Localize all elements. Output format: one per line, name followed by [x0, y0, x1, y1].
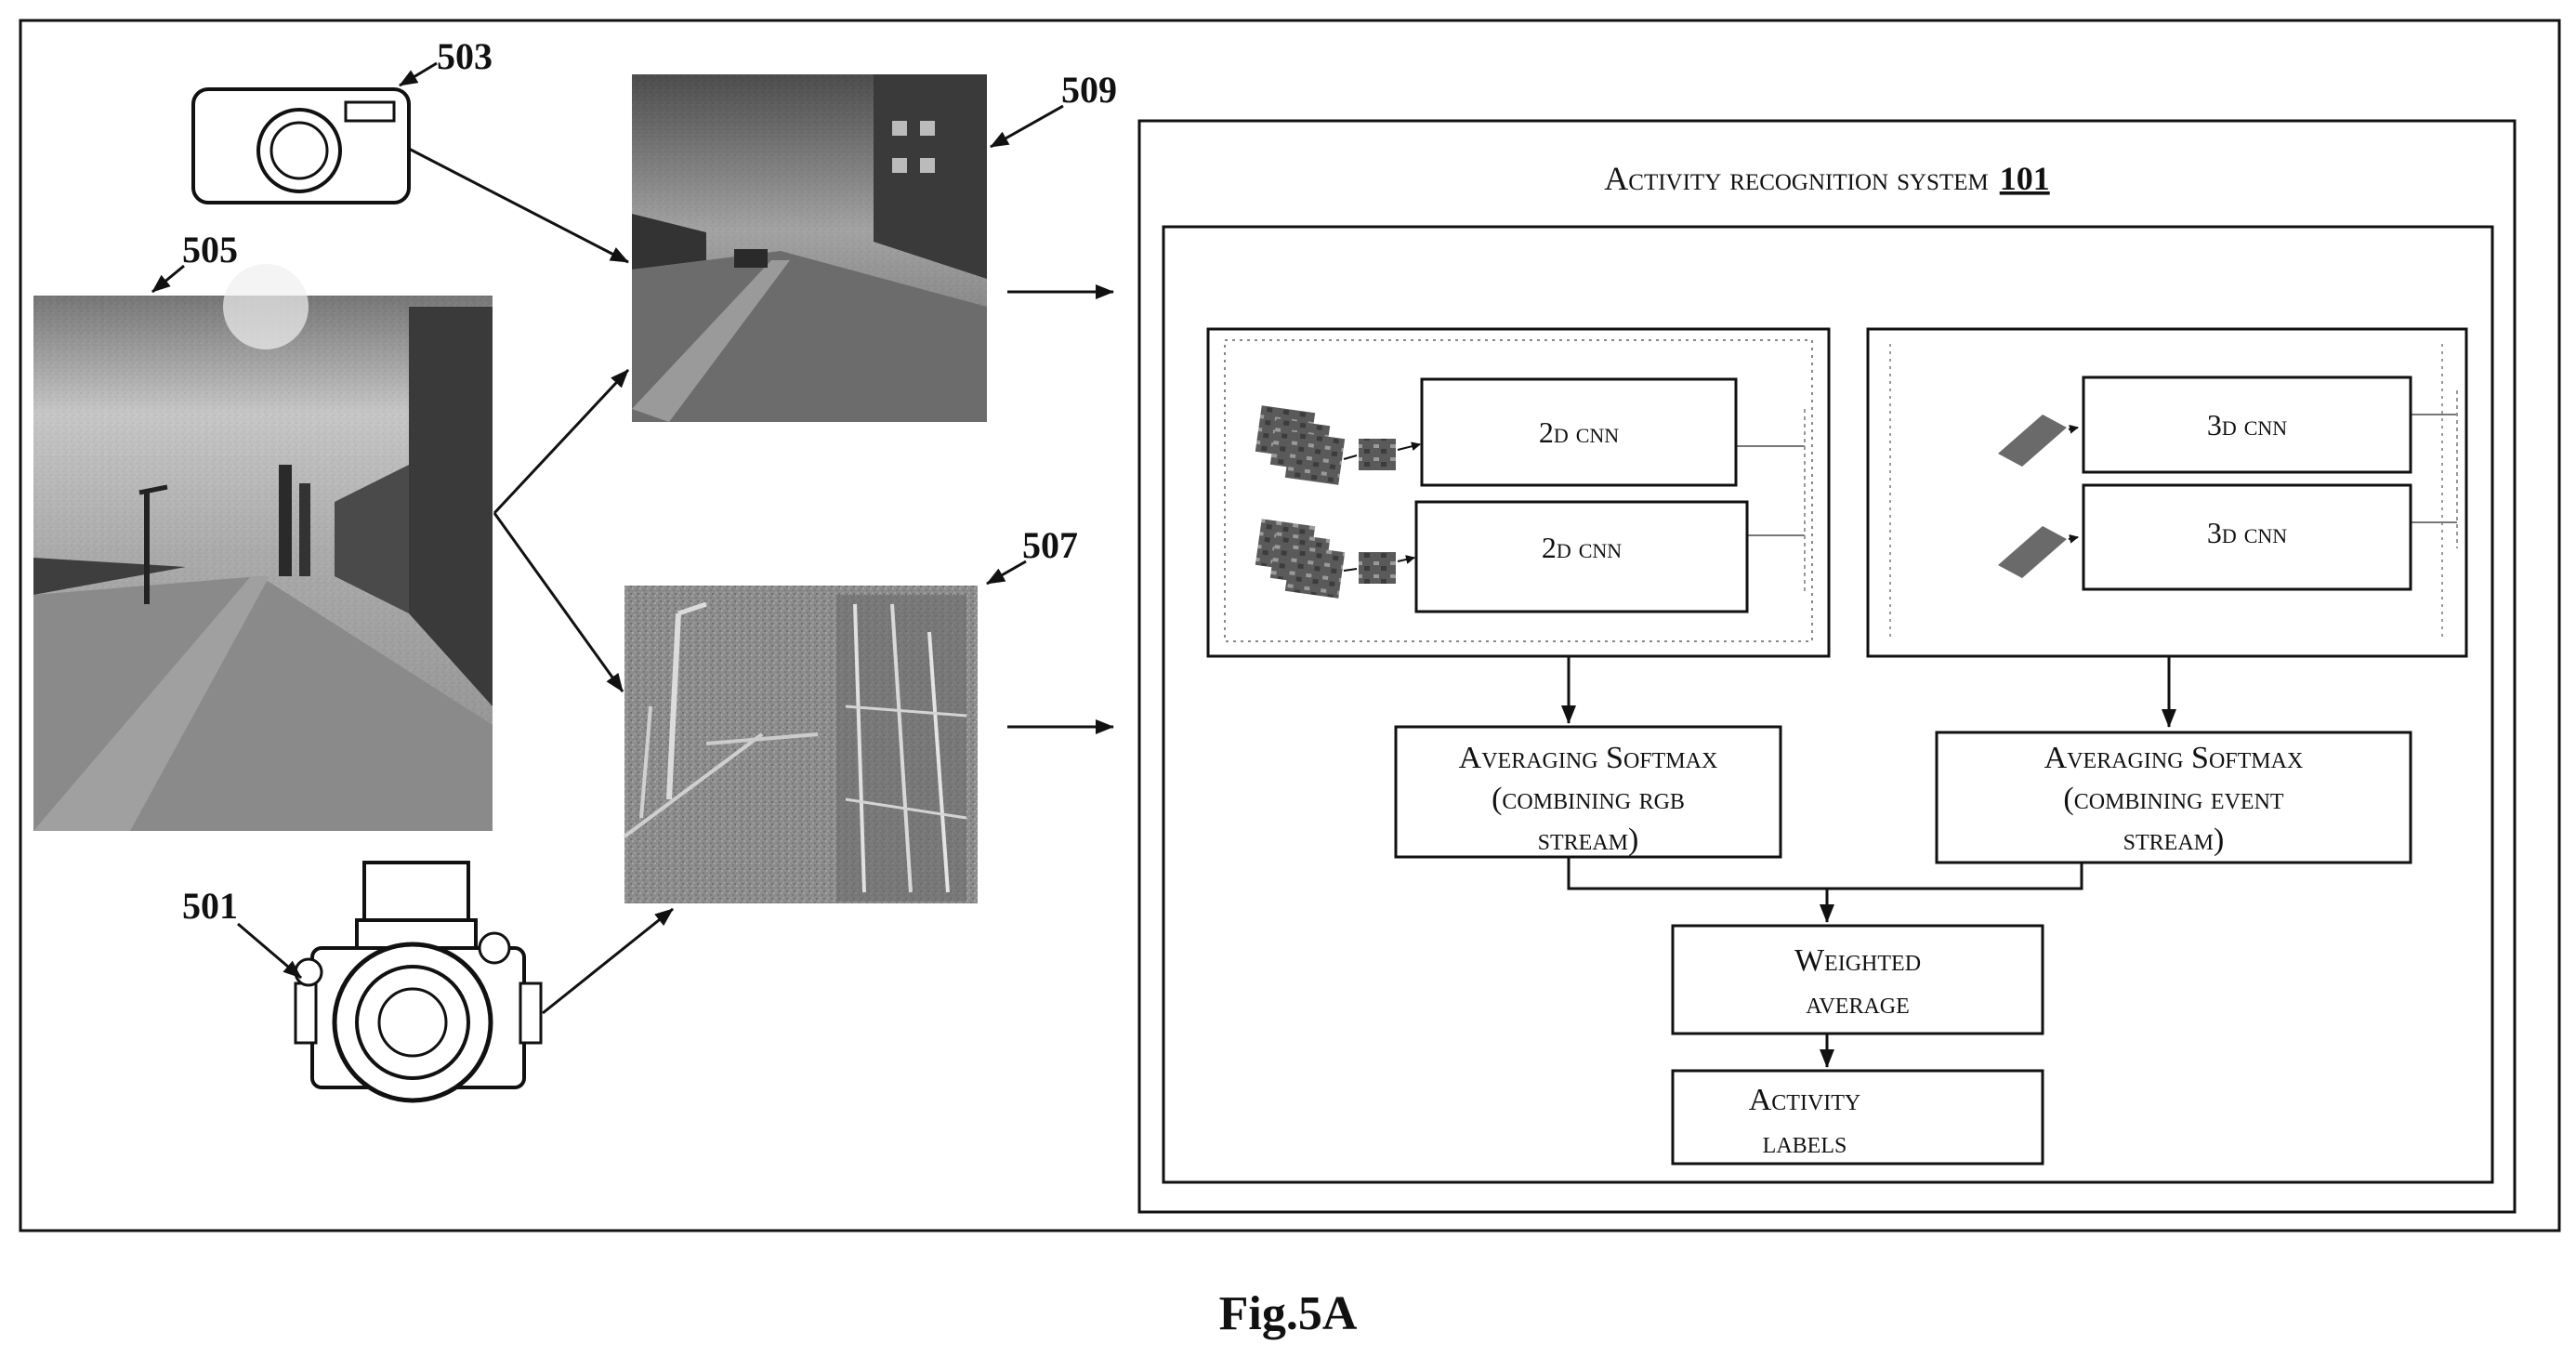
outer-border — [19, 19, 2561, 1232]
rgb-cnn-top-label: 2d cnn — [1539, 415, 1619, 449]
event-softmax-line1: Averaging Softmax — [2044, 741, 2304, 775]
ref-507: 507 — [1022, 524, 1078, 566]
event-branch-panel — [1866, 327, 2468, 658]
leader-507 — [986, 560, 1027, 586]
leader-505 — [151, 264, 185, 294]
system-title-prefix: Activity recognition system — [1604, 160, 1988, 197]
event-cnn-top-box — [2082, 375, 2412, 474]
weighted-average-box — [1671, 924, 2044, 1035]
rgb-cnn-bottom-label: 2d cnn — [1542, 531, 1622, 564]
arrow-505-to-507 — [493, 512, 624, 692]
rgb-cnn-top-box — [1420, 377, 1738, 487]
rgb-softmax-line1: Averaging Softmax — [1459, 741, 1718, 775]
activity-labels-box — [1671, 1069, 2044, 1166]
system-title: Activity recognition system 101 — [1604, 160, 2049, 197]
arrow-505-to-509 — [493, 368, 630, 515]
leader-501 — [237, 922, 302, 980]
activity-line2: labels — [1763, 1126, 1847, 1160]
ref-501: 501 — [182, 885, 238, 927]
leader-503 — [399, 61, 438, 87]
rgb-softmax-line2: (combining rgb — [1492, 782, 1685, 816]
event-frames-image-507 — [623, 586, 978, 903]
ref-505: 505 — [182, 229, 238, 270]
rgb-frames-image-509 — [632, 74, 987, 422]
rgb-softmax-line3: stream) — [1538, 823, 1639, 857]
weighted-line1: Weighted — [1794, 943, 1921, 978]
figure-caption: Fig.5A — [1219, 1287, 1358, 1340]
activity-line1: Activity — [1749, 1083, 1861, 1117]
event-cnn-bottom-label: 3d cnn — [2207, 516, 2287, 549]
arrow-501-to-507 — [542, 907, 674, 1015]
system-outer-box — [1137, 119, 2517, 1214]
rgb-branch-panel — [1206, 327, 1831, 658]
rgb-softmax-box — [1394, 725, 1782, 859]
weighted-line2: average — [1806, 986, 1910, 1021]
event-cnn-bottom-box — [2082, 483, 2412, 591]
camera-501-icon — [294, 861, 543, 1103]
ref-509: 509 — [1061, 69, 1117, 111]
merge-connector — [1567, 857, 2083, 890]
camera-503-icon — [191, 87, 411, 204]
event-softmax-box — [1935, 731, 2412, 864]
event-softmax-line2: (combining event — [2063, 782, 2283, 816]
leader-509 — [990, 104, 1064, 149]
event-cnn-top-label: 3d cnn — [2207, 408, 2287, 441]
ref-503: 503 — [437, 35, 493, 77]
system-inner-box — [1162, 225, 2494, 1184]
rgb-road-image-505 — [33, 264, 493, 831]
system-title-number: 101 — [2000, 160, 2050, 197]
event-softmax-line3: stream) — [2123, 823, 2225, 857]
arrow-503-to-509 — [408, 147, 629, 264]
rgb-cnn-bottom-box — [1414, 500, 1749, 613]
